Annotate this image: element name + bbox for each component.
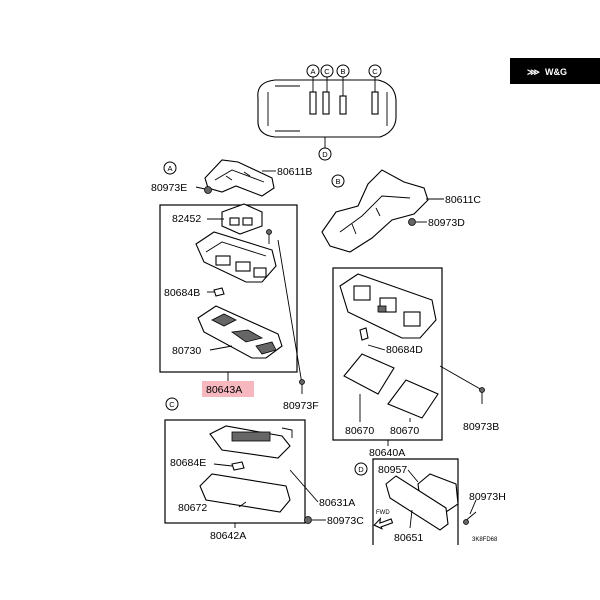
box-80643a (159, 204, 298, 373)
vehicle-top-view (257, 77, 397, 148)
bulb-80684e (231, 461, 245, 471)
svg-text:A: A (167, 164, 172, 173)
screw-80973b (479, 387, 485, 404)
label-80611c: 80611C (445, 194, 481, 206)
callout-d-section: D (354, 462, 368, 476)
label-80973h: 80973H (469, 491, 506, 503)
lens-80670-left (343, 353, 395, 395)
label-80642a: 80642A (210, 530, 246, 542)
label-80640a: 80640A (369, 447, 405, 459)
label-80670-right: 80670 (390, 425, 419, 437)
fwd-label: FWD (376, 510, 390, 516)
housing-80640a (339, 273, 437, 339)
screw-80973c (304, 516, 312, 524)
label-80684b: 80684B (164, 287, 200, 299)
bracket-80611c (321, 169, 429, 253)
svg-text:B: B (335, 177, 340, 186)
label-80973e: 80973E (151, 182, 187, 194)
label-80684d: 80684D (386, 344, 423, 356)
callout-c-top-right: C (368, 64, 382, 78)
callout-c-section: C (165, 397, 179, 411)
fwd-arrow-icon: FWD (373, 510, 394, 530)
screw-80973f (299, 379, 305, 394)
label-82452: 82452 (172, 213, 201, 225)
screw-80973e (204, 186, 212, 194)
svg-text:B: B (340, 67, 345, 76)
label-80957: 80957 (378, 464, 407, 476)
svg-text:C: C (169, 400, 175, 409)
label-80973b: 80973B (463, 421, 499, 433)
lens-80730 (197, 305, 283, 359)
bulb-80684d (359, 327, 369, 341)
screw-80973h (463, 511, 477, 525)
callout-a-section: A (163, 161, 177, 175)
brand-badge-bg (510, 58, 600, 84)
callout-b-top: B (336, 64, 350, 78)
diagram-code: 3K8FD68 (472, 537, 498, 543)
brand-badge: ⋙ W&G (510, 58, 600, 84)
label-80973f: 80973F (283, 400, 319, 412)
label-80670-left: 80670 (345, 425, 374, 437)
brand-logo-icon: ⋙ (527, 67, 540, 77)
label-80973d: 80973D (428, 217, 465, 229)
housing-a (195, 231, 277, 283)
box-80640a (332, 267, 443, 441)
lens-80651 (385, 475, 449, 531)
callout-c-top: C (320, 64, 334, 78)
label-80730: 80730 (172, 345, 201, 357)
housing-c (209, 425, 293, 459)
label-80672: 80672 (178, 502, 207, 514)
label-80973c: 80973C (327, 515, 364, 527)
svg-text:A: A (310, 67, 315, 76)
callout-d-top: D (318, 147, 332, 161)
label-80684e: 80684E (170, 457, 206, 469)
svg-text:C: C (372, 67, 378, 76)
svg-text:D: D (322, 150, 328, 159)
bulb-80684b (213, 287, 225, 297)
svg-text:C: C (324, 67, 330, 76)
screw-80973d (408, 218, 416, 226)
part-82452 (221, 203, 263, 235)
callout-a-top: A (306, 64, 320, 78)
label-80631a: 80631A (319, 497, 355, 509)
callout-b-section: B (331, 174, 345, 188)
brand-badge-text: W&G (545, 67, 567, 77)
highlight-80643a (202, 381, 254, 397)
screw-small-a (266, 229, 272, 244)
label-80611b: 80611B (277, 166, 312, 178)
lens-80672 (199, 473, 291, 513)
lens-80670-right (387, 379, 439, 419)
label-80651: 80651 (394, 532, 423, 544)
bracket-80611b (204, 159, 275, 197)
svg-text:D: D (358, 465, 364, 474)
label-80643a: 80643A (206, 384, 242, 396)
